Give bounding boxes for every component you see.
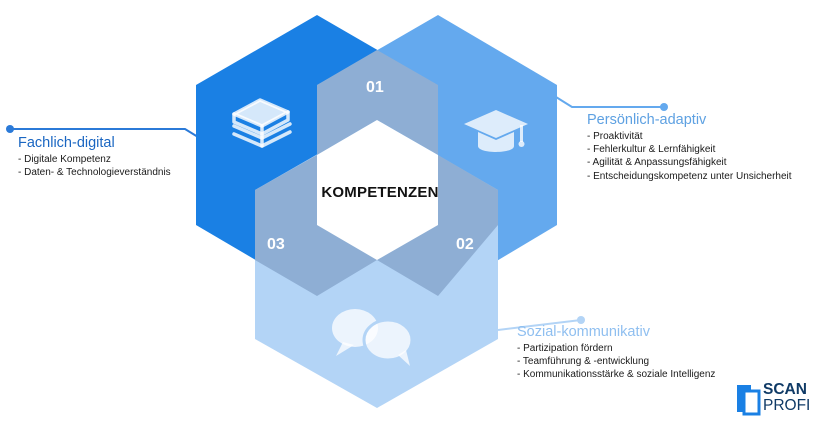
category-items: - Digitale Kompetenz - Daten- & Technolo… [18, 153, 171, 178]
books-icon [232, 98, 292, 148]
list-item: - Teamführung & -entwicklung [517, 355, 650, 367]
center-title: KOMPETENZEN [321, 184, 439, 201]
category-fachlich: Fachlich-digital - Digitale Kompetenz - … [18, 136, 171, 181]
logo-mark-icon [737, 385, 761, 416]
category-items: - Proaktivität - Fehlerkultur & Lernfähi… [587, 130, 792, 182]
center-hexagon [317, 120, 438, 260]
logo-line-1: SCAN [763, 381, 807, 398]
overlap-02 [377, 155, 498, 296]
segment-number-02: 02 [456, 236, 474, 253]
logo-line-2: PROFI [763, 397, 811, 414]
connector-fachlich [6, 125, 199, 138]
logo-text: SCAN PROFI [763, 382, 810, 414]
category-title: Persönlich-adaptiv [587, 112, 707, 128]
list-item: - Proaktivität [587, 130, 643, 142]
scanprofi-logo: SCAN PROFI [735, 382, 819, 416]
category-title: Fachlich-digital [18, 135, 115, 151]
list-item: - Partizipation fördern [517, 342, 613, 354]
overlap-01 [317, 50, 438, 155]
list-item: - Agilität & Anpassungsfähigkeit [587, 157, 727, 169]
overlap-03 [255, 155, 377, 296]
speech-bubbles-icon [332, 309, 414, 366]
category-items: - Partizipation fördern - Teamführung & … [517, 342, 716, 381]
category-title: Sozial-kommunikativ [517, 324, 650, 340]
segment-number-01: 01 [366, 79, 384, 96]
list-item: - Kommunikationsstärke & soziale Intelli… [517, 369, 716, 381]
connector-persoenlich [555, 96, 668, 111]
list-item: - Daten- & Technologieverständnis [18, 166, 171, 178]
connector-sozial [497, 316, 585, 331]
list-item: - Entscheidungskompetenz unter Unsicherh… [587, 170, 792, 182]
category-sozial: Sozial-kommunikativ - Partizipation förd… [517, 325, 715, 384]
graduation-cap-icon [464, 110, 528, 152]
category-persoenlich: Persönlich-adaptiv - Proaktivität - Fehl… [587, 113, 792, 185]
list-item: - Digitale Kompetenz [18, 153, 111, 165]
segment-number-03: 03 [267, 236, 285, 253]
list-item: - Fehlerkultur & Lernfähigkeit [587, 143, 716, 155]
